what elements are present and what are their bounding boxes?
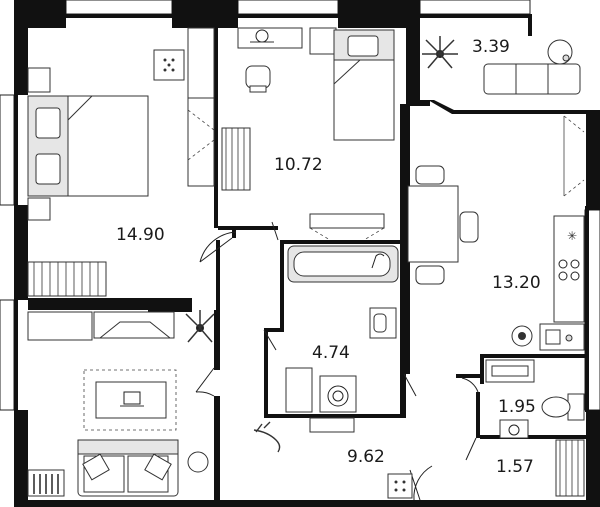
- area-label-balcony: 3.39: [472, 37, 510, 57]
- area-label-kitchen: 13.20: [492, 273, 541, 293]
- lamp-icon: [163, 58, 175, 72]
- sofa-icon: [77, 439, 179, 497]
- sink-icon: [369, 307, 397, 339]
- kids-room-furniture: [221, 27, 395, 241]
- area-label-hall: 9.62: [347, 447, 385, 467]
- washing-machine-icon: [319, 375, 357, 413]
- living-room-furniture: [27, 310, 215, 497]
- toilet-furniture: [485, 359, 585, 497]
- bathroom-furniture: [285, 245, 399, 413]
- stove-icon: [558, 259, 580, 281]
- cat-icon: [253, 421, 281, 453]
- area-label-bedroom: 14.90: [116, 225, 165, 245]
- balcony-furniture: [422, 36, 581, 95]
- table-icon: [547, 39, 573, 65]
- bathtub-icon: [287, 245, 399, 283]
- bedroom-furniture: [27, 27, 215, 297]
- plant-icon: [422, 36, 458, 69]
- doors: [195, 221, 479, 501]
- plant-icon: [185, 310, 215, 343]
- windows: [0, 0, 600, 411]
- area-label-kids-room: 10.72: [274, 155, 323, 175]
- dresser-lines: [33, 262, 99, 296]
- laptop-icon: [120, 391, 144, 407]
- toilet-icon: [541, 393, 585, 421]
- outer-walls: [14, 0, 600, 507]
- area-label-bathroom: 4.74: [312, 343, 350, 363]
- plant-icon: [511, 325, 533, 347]
- area-labels: 14.90 10.72 3.39 13.20 4.74 9.62 1.95 1.…: [116, 37, 541, 477]
- svg-text:✳: ✳: [567, 229, 577, 243]
- kitchen-furniture: ✳: [407, 115, 585, 351]
- hall-furniture: [253, 417, 413, 499]
- area-label-toilet: 1.95: [498, 397, 536, 417]
- sink-icon: [539, 323, 585, 351]
- interior-walls: [28, 28, 586, 506]
- chair-icon: [245, 65, 271, 93]
- area-label-storage: 1.57: [496, 457, 534, 477]
